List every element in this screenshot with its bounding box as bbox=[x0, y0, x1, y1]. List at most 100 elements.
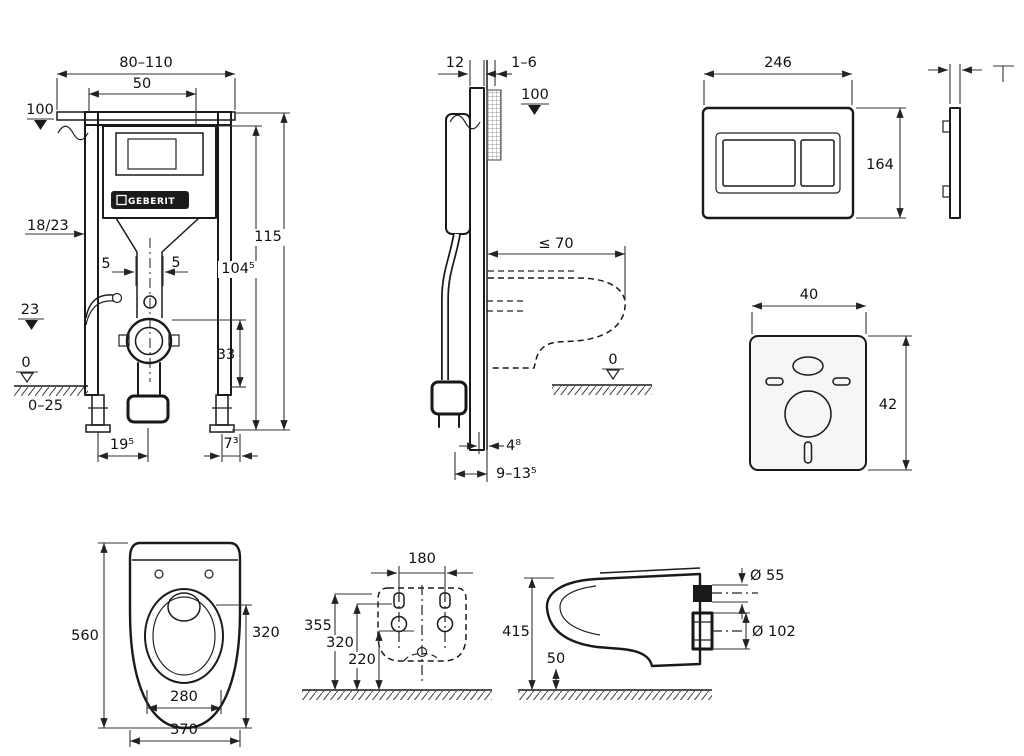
seat-line bbox=[599, 567, 701, 574]
dim-outlet-diameter: Ø 102 bbox=[752, 624, 796, 640]
dim-outlet-height: 33 bbox=[217, 347, 235, 363]
floor-hatch bbox=[14, 387, 88, 396]
dim-offset-right: 5 bbox=[171, 255, 180, 271]
top-crossbar bbox=[84, 111, 232, 126]
break-line bbox=[57, 125, 89, 141]
small-flush-button bbox=[800, 139, 835, 187]
dim-pad-width: 40 bbox=[800, 287, 818, 303]
dim-bowl-depth: ≤ 70 bbox=[538, 236, 573, 252]
plate-dimensions bbox=[703, 64, 1014, 219]
wc-pan-outline bbox=[488, 277, 626, 369]
dim-height-cistern: 104⁵ bbox=[221, 261, 255, 277]
dim-height-320: 320 bbox=[326, 635, 354, 651]
dim-pan-height: 415 bbox=[502, 624, 530, 640]
template-outline bbox=[377, 587, 467, 662]
outlet-flange bbox=[125, 317, 173, 365]
dim-foot-right: 7³ bbox=[223, 436, 238, 452]
sound-pad-view: 40 42 bbox=[749, 287, 912, 471]
angle-valve bbox=[85, 294, 114, 319]
pad-structure bbox=[749, 335, 867, 471]
pad-dimensions bbox=[751, 302, 912, 471]
level-marker-100 bbox=[34, 120, 47, 130]
dim-top-width: 80–110 bbox=[119, 55, 172, 71]
seat-hole-left bbox=[154, 569, 164, 579]
floor-hatch bbox=[552, 386, 652, 395]
dim-outlet-offset: 4⁸ bbox=[506, 438, 521, 454]
side-labels: 12 1–6 100 ≤ 70 0 4⁸ 9–13⁵ bbox=[446, 55, 618, 482]
level-0-label: 0 bbox=[608, 352, 617, 368]
pan-profile bbox=[545, 572, 702, 668]
drain-elbow bbox=[126, 394, 170, 424]
drain-elbow bbox=[430, 380, 468, 416]
wall-bracket-label: 18/23 bbox=[27, 218, 69, 234]
template-structure bbox=[302, 585, 492, 700]
plate-structure bbox=[701, 106, 961, 220]
pan-top-structure bbox=[128, 541, 242, 730]
flush-plate-view: 246 164 bbox=[701, 55, 1014, 220]
pan-side-labels: Ø 55 Ø 102 415 50 bbox=[502, 568, 796, 667]
big-flush-button bbox=[722, 139, 796, 187]
pan-side-view: Ø 55 Ø 102 415 50 bbox=[502, 567, 796, 700]
left-foot bbox=[91, 394, 105, 426]
template-labels: 180 355 320 220 bbox=[304, 551, 436, 668]
outlet-stub bbox=[691, 611, 714, 651]
dim-plate-height: 164 bbox=[866, 157, 894, 173]
rail-profile bbox=[469, 87, 485, 451]
dim-wall-gap: 1–6 bbox=[511, 55, 537, 71]
side-structure bbox=[430, 60, 652, 451]
cistern bbox=[102, 125, 217, 219]
bowl-inlet bbox=[167, 592, 201, 622]
pan-side-dimensions bbox=[524, 568, 750, 690]
dim-offset-left: 5 bbox=[101, 256, 110, 272]
seat-hole-right bbox=[204, 569, 214, 579]
bowl-rim bbox=[144, 588, 224, 684]
level-100-label: 100 bbox=[26, 102, 54, 118]
pan-top-view: 560 320 280 370 bbox=[71, 541, 280, 747]
level-marker-100 bbox=[528, 105, 541, 115]
dim-pad-height: 42 bbox=[879, 397, 897, 413]
frame-structure bbox=[14, 111, 236, 433]
level-marker-0 bbox=[19, 372, 35, 384]
geberit-logo-plate bbox=[111, 191, 189, 209]
frame-side-view: 12 1–6 100 ≤ 70 0 4⁸ 9–13⁵ bbox=[430, 55, 652, 482]
dim-outlet-range: 9–13⁵ bbox=[496, 466, 537, 482]
dim-plate-width: 246 bbox=[764, 55, 792, 71]
geberit-logo-mark bbox=[116, 194, 127, 206]
wall-bracket bbox=[56, 111, 236, 121]
dim-rim-width: 280 bbox=[170, 689, 198, 705]
pan-top-dimensions bbox=[98, 542, 252, 747]
pad-top-hole bbox=[792, 356, 824, 376]
break-line bbox=[449, 114, 481, 130]
frame-labels: 80–110 50 100 115 104⁵ 18/23 5 5 23 33 0… bbox=[21, 55, 282, 453]
pan-outline bbox=[128, 541, 242, 730]
right-foot bbox=[215, 394, 229, 426]
inlet-stub bbox=[693, 585, 712, 602]
mounting-template-view: 180 355 320 220 bbox=[302, 551, 492, 700]
level-marker-23 bbox=[25, 320, 38, 330]
dim-pan-width: 370 bbox=[170, 722, 198, 738]
dim-height-355: 355 bbox=[304, 618, 332, 634]
level-100-label: 100 bbox=[521, 87, 549, 103]
level-23-label: 23 bbox=[21, 302, 39, 318]
dim-height-total: 115 bbox=[254, 229, 282, 245]
level-marker-0 bbox=[605, 369, 621, 381]
geberit-logo-text: GEBERIT bbox=[128, 197, 175, 207]
dim-foot-left: 19⁵ bbox=[110, 437, 134, 453]
level-0-label: 0 bbox=[21, 355, 30, 371]
floor-hatch bbox=[302, 691, 492, 700]
wall-section bbox=[486, 89, 502, 161]
pan-top-labels: 560 320 280 370 bbox=[71, 625, 280, 738]
dim-rail-depth: 12 bbox=[446, 55, 464, 71]
dim-bowl-length: 320 bbox=[252, 625, 280, 641]
plate-side-profile bbox=[949, 107, 961, 219]
left-rail bbox=[84, 111, 99, 396]
pad-labels: 40 42 bbox=[800, 287, 897, 413]
floor-hatch bbox=[518, 691, 712, 700]
frame-dimensions bbox=[16, 70, 290, 462]
plate-labels: 246 164 bbox=[764, 55, 894, 173]
frame-front-view: 80–110 50 100 115 104⁵ 18/23 5 5 23 33 0… bbox=[14, 55, 290, 462]
dim-pan-drop: 50 bbox=[547, 651, 565, 667]
dim-pan-length: 560 bbox=[71, 628, 99, 644]
